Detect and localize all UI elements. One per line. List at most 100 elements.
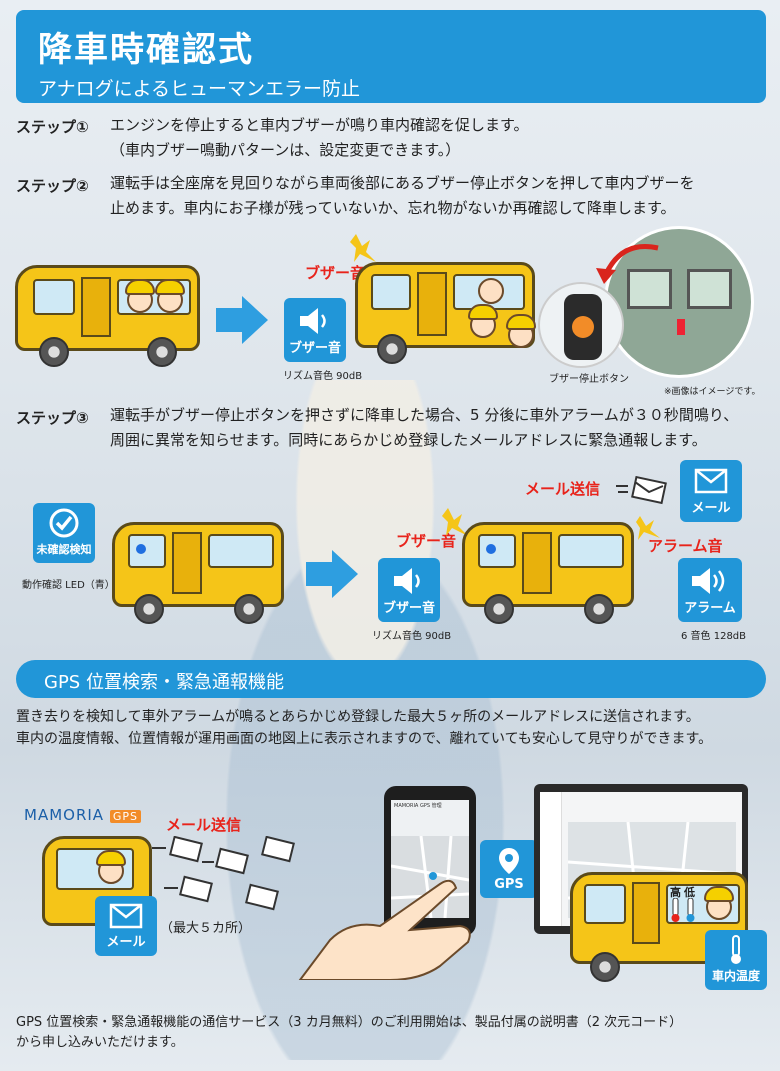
child-hat	[506, 314, 536, 330]
bus-door	[417, 272, 447, 336]
mail-send-label: メール送信	[525, 480, 601, 498]
bus-wheel	[39, 337, 69, 367]
bus-with-driver-illustration	[15, 265, 200, 370]
step3-line2: 周囲に異常を知らせます。同時にあらかじめ登録したメールアドレスに緊急通報します。	[110, 431, 707, 449]
child-hat	[96, 850, 126, 866]
step2-text: 運転手は全座席を見回りながら車両後部にあるブザー停止ボタンを押して車内ブザーを …	[110, 171, 695, 221]
child-hat	[468, 304, 498, 320]
speaker-icon	[300, 308, 326, 334]
map-roads	[567, 821, 737, 919]
alarm-icon-box: アラーム	[678, 558, 742, 622]
map-roads	[390, 835, 470, 919]
footer-line2: から申し込みいただけます。	[16, 1035, 184, 1050]
bus-wheel	[484, 594, 514, 624]
temp-high-label: 高	[670, 886, 681, 899]
mamoria-logo: MAMORIA GPS	[24, 806, 141, 824]
step3-text: 運転手がブザー停止ボタンを押さずに降車した場合、5 分後に車外アラームが３０秒間…	[110, 403, 738, 453]
buzzer-sound-label-step3: ブザー音	[396, 532, 457, 550]
gps-description: 置き去りを検知して車外アラームが鳴るとあらかじめ登録した最大５ヶ所のメールアドレ…	[16, 706, 712, 750]
alarm-caption: 6 音色 128dB	[681, 631, 747, 642]
alarm-icon-label: アラーム	[684, 601, 736, 616]
step3-label: ステップ③	[16, 409, 89, 427]
blue-led-indicator	[486, 544, 496, 554]
envelope-icon	[616, 476, 667, 505]
arrow-right-icon	[306, 550, 358, 598]
mail-icon-label: メール	[691, 501, 731, 516]
step1-text: エンジンを停止すると車内ブザーが鳴り車内確認を促します。 （車内ブザー鳴動パター…	[110, 113, 529, 163]
buzzer-stop-button	[572, 316, 594, 338]
alarm-sound-label: アラーム音	[648, 537, 723, 555]
stop-button-photo	[538, 282, 624, 368]
bus-wheel	[134, 594, 164, 624]
gps-section-header: GPS 位置検索・緊急通報機能	[16, 660, 766, 698]
unconfirmed-detection-label: 未確認検知	[36, 543, 92, 556]
mail-icon	[694, 468, 728, 494]
bus-wheel	[234, 594, 264, 624]
bus-window	[208, 534, 274, 568]
max-places-note: （最大５カ所）	[160, 921, 252, 936]
page-header: 降車時確認式 アナログによるヒューマンエラー防止	[16, 10, 766, 103]
bus-door	[81, 277, 111, 337]
stop-button-caption: ブザー停止ボタン	[549, 374, 629, 385]
buzzer-icon-box: ブザー音	[284, 298, 346, 362]
mail-icon	[109, 903, 143, 929]
red-arrow-icon	[596, 244, 659, 284]
child-illustration	[478, 278, 504, 304]
child-hat	[155, 279, 185, 295]
buzzer-caption-step3: リズム音色 90dB	[372, 631, 452, 642]
bus-window	[128, 534, 166, 568]
step1-line1: エンジンを停止すると車内ブザーが鳴り車内確認を促します。	[110, 116, 529, 134]
page-subtitle: アナログによるヒューマンエラー防止	[38, 78, 361, 100]
child-hat	[704, 886, 734, 902]
buzzer-icon-label: ブザー音	[288, 341, 341, 356]
phone-app-title: MAMORIA GPS 管理	[394, 803, 442, 809]
step1-line2: （車内ブザー鳴動パターンは、設定変更できます。）	[110, 141, 461, 159]
brand-name: MAMORIA	[24, 806, 105, 824]
child-hat	[125, 279, 155, 295]
image-note: ※画像はイメージです。	[664, 387, 761, 397]
gps-description-line1: 置き去りを検知して車外アラームが鳴るとあらかじめ登録した最大５ヶ所のメールアドレ…	[16, 709, 700, 725]
buzzer-sound-label: ブザー音	[305, 264, 366, 282]
alarm-speaker-icon	[692, 568, 725, 594]
cabin-temperature-icon-box: 車内温度	[705, 930, 767, 990]
mail-icon-box: メール	[680, 460, 742, 522]
led-caption: 動作確認 LED（青）	[22, 580, 115, 591]
location-pin-icon	[499, 848, 519, 874]
blue-led-indicator	[136, 544, 146, 554]
step2-line1: 運転手は全座席を見回りながら車両後部にあるブザー停止ボタンを押して車内ブザーを	[110, 174, 695, 192]
thermometer-icon	[731, 935, 741, 964]
bus-door	[172, 532, 202, 594]
gps-description-line2: 車内の温度情報、位置情報が運用画面の地図上に表示されますので、離れていても安心し…	[16, 731, 713, 747]
bus-window	[584, 884, 626, 924]
footer-line1: GPS 位置検索・緊急通報機能の通信サービス（3 カ月無料）のご利用開始は、製品…	[16, 1015, 683, 1030]
bus-wheel	[590, 952, 620, 982]
bus-window	[558, 534, 624, 568]
buzzer-caption: リズム音色 90dB	[283, 371, 363, 382]
step2-line2: 止めます。車内にお子様が残っていないか、忘れ物がないか再確認して降車します。	[110, 199, 676, 217]
hand-pointing-illustration	[298, 879, 471, 980]
cabin-temperature-label: 車内温度	[711, 969, 760, 983]
sound-burst-icon	[442, 508, 468, 536]
bus-wheel	[584, 594, 614, 624]
step3-line1: 運転手がブザー停止ボタンを押さずに降車した場合、5 分後に車外アラームが３０秒間…	[110, 406, 739, 424]
unconfirmed-detection-icon-box: 未確認検知	[33, 503, 95, 563]
page-title: 降車時確認式	[38, 30, 254, 70]
step1-label: ステップ①	[16, 118, 89, 136]
bus-led-illustration	[112, 522, 284, 626]
checkmark-icon	[49, 508, 79, 538]
step2-label: ステップ②	[16, 177, 89, 195]
gps-mail-icon-box: メール	[95, 896, 157, 956]
brand-gps-badge: GPS	[109, 810, 141, 823]
arrow-right-icon	[216, 296, 268, 344]
bus-alarm-illustration	[462, 522, 634, 626]
bus-window	[33, 279, 75, 315]
sound-burst-icon	[350, 234, 376, 262]
buzzer-icon-label: ブザー音	[382, 601, 435, 616]
bus-wheel	[147, 337, 177, 367]
bus-children-exiting-illustration	[355, 262, 535, 367]
flying-envelopes-icon	[152, 836, 295, 911]
gps-section-title: GPS 位置検索・緊急通報機能	[44, 672, 284, 693]
gps-footer-note: GPS 位置検索・緊急通報機能の通信サービス（3 カ月無料）のご利用開始は、製品…	[16, 1013, 682, 1053]
gps-icon-label: GPS	[494, 877, 524, 892]
bus-door	[632, 882, 660, 944]
